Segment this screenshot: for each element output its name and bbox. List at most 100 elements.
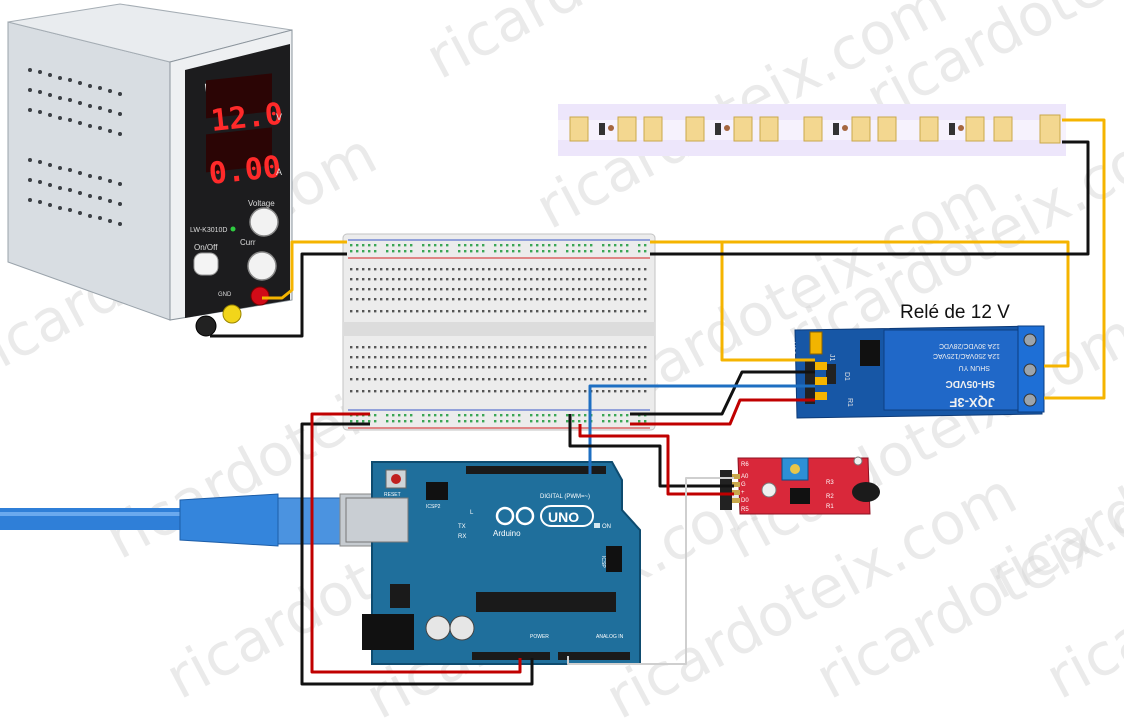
- power-header[interactable]: [472, 652, 550, 660]
- breadboard-hole: [410, 268, 413, 271]
- breadboard-hole: [458, 420, 461, 423]
- breadboard-hole: [386, 420, 389, 423]
- screw-terminal[interactable]: [1023, 333, 1037, 347]
- breadboard-hole: [476, 244, 479, 247]
- potentiometer-screw[interactable]: [790, 464, 800, 474]
- breadboard-hole: [530, 310, 533, 313]
- breadboard-hole: [440, 414, 443, 417]
- breadboard-hole: [410, 390, 413, 393]
- breadboard-hole: [392, 250, 395, 253]
- breadboard-hole: [506, 288, 509, 291]
- relay-board-label-r1: R1: [846, 398, 853, 407]
- breadboard-hole: [554, 414, 557, 417]
- breadboard-hole: [506, 298, 509, 301]
- breadboard-hole: [452, 278, 455, 281]
- breadboard-hole: [536, 298, 539, 301]
- breadboard-hole: [518, 288, 521, 291]
- breadboard-hole: [428, 250, 431, 253]
- breadboard-hole: [464, 366, 467, 369]
- breadboard-hole: [542, 298, 545, 301]
- relay-board-label-j1: J1: [828, 354, 835, 362]
- usb-port[interactable]: [345, 497, 409, 543]
- breadboard-hole: [368, 310, 371, 313]
- breadboard-hole: [506, 378, 509, 381]
- breadboard-hole: [350, 420, 353, 423]
- breadboard-hole: [374, 414, 377, 417]
- breadboard-hole: [380, 310, 383, 313]
- relay-pin-gnd[interactable]: [815, 377, 827, 385]
- screw-terminal[interactable]: [1023, 363, 1037, 377]
- breadboard-hole: [536, 356, 539, 359]
- relay-pin-in[interactable]: [815, 392, 827, 400]
- breadboard-hole: [512, 356, 515, 359]
- breadboard-hole: [434, 420, 437, 423]
- sensor-pin-plus[interactable]: [732, 490, 740, 495]
- breadboard-hole: [506, 366, 509, 369]
- breadboard-hole: [608, 244, 611, 247]
- breadboard-hole: [398, 268, 401, 271]
- analog-header[interactable]: [558, 652, 630, 660]
- breadboard-hole: [566, 250, 569, 253]
- vent-holes: [28, 68, 122, 226]
- breadboard-hole: [518, 268, 521, 271]
- breadboard-hole: [500, 250, 503, 253]
- breadboard-hole: [626, 288, 629, 291]
- breadboard-hole: [506, 244, 509, 247]
- breadboard-hole: [632, 356, 635, 359]
- breadboard-hole: [506, 420, 509, 423]
- gnd-terminal[interactable]: [222, 304, 242, 324]
- current-display: [206, 127, 272, 173]
- breadboard-hole: [542, 356, 545, 359]
- breadboard-hole: [584, 420, 587, 423]
- relay-text-4: SH-05VDC: [946, 378, 995, 389]
- breadboard-hole: [512, 288, 515, 291]
- breadboard-hole: [452, 346, 455, 349]
- breadboard-hole: [530, 420, 533, 423]
- breadboard-hole: [398, 310, 401, 313]
- positive-terminal[interactable]: [250, 286, 270, 306]
- digital-header[interactable]: [466, 466, 606, 474]
- breadboard-hole: [566, 310, 569, 313]
- breadboard-hole: [638, 244, 641, 247]
- breadboard-hole: [404, 346, 407, 349]
- breadboard-hole: [548, 288, 551, 291]
- breadboard-hole: [428, 390, 431, 393]
- sensor-pin-d0[interactable]: [732, 498, 740, 503]
- power-switch[interactable]: [193, 252, 219, 276]
- breadboard-hole: [434, 414, 437, 417]
- relay-pin-vcc[interactable]: [815, 362, 827, 370]
- sensor-pin-a0[interactable]: [732, 474, 740, 479]
- breadboard-hole: [620, 278, 623, 281]
- breadboard-hole: [422, 298, 425, 301]
- screw-terminal[interactable]: [1023, 393, 1037, 407]
- breadboard-hole: [584, 378, 587, 381]
- sensor-pin-g[interactable]: [732, 482, 740, 487]
- breadboard-hole: [548, 250, 551, 253]
- breadboard-hole: [626, 420, 629, 423]
- breadboard-hole: [506, 356, 509, 359]
- breadboard-hole: [392, 356, 395, 359]
- breadboard-hole: [548, 268, 551, 271]
- current-knob[interactable]: [247, 251, 277, 281]
- relay-header: [805, 360, 827, 404]
- breadboard-hole: [614, 288, 617, 291]
- voltage-knob[interactable]: [249, 207, 279, 237]
- sensor-board: [737, 457, 871, 515]
- power-jack[interactable]: [362, 614, 414, 650]
- breadboard-hole: [482, 250, 485, 253]
- breadboard-hole: [488, 356, 491, 359]
- analog-label: ANALOG IN: [596, 634, 624, 640]
- breadboard-hole: [428, 298, 431, 301]
- breadboard-hole: [530, 414, 533, 417]
- relay-jumper[interactable]: [809, 331, 823, 355]
- breadboard-hole: [548, 390, 551, 393]
- breadboard-hole: [602, 366, 605, 369]
- breadboard-hole: [602, 278, 605, 281]
- breadboard-hole: [446, 356, 449, 359]
- breadboard-hole: [644, 390, 647, 393]
- negative-terminal[interactable]: [195, 315, 217, 337]
- breadboard-hole: [548, 278, 551, 281]
- breadboard-hole: [464, 310, 467, 313]
- breadboard-hole: [422, 420, 425, 423]
- breadboard-hole: [470, 414, 473, 417]
